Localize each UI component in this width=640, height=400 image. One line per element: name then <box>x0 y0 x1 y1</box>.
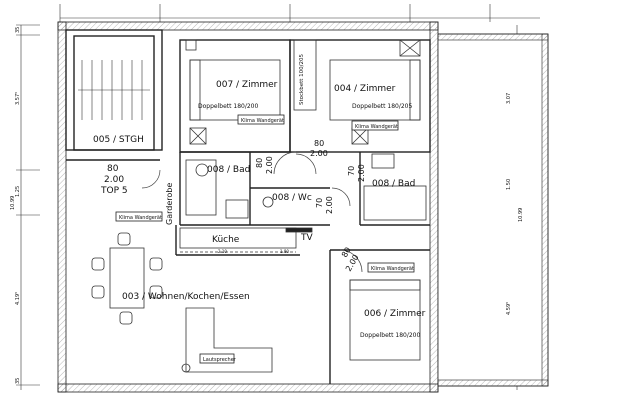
dining-table <box>91 232 163 325</box>
door-right-height: 2.00 <box>357 164 366 182</box>
room-label-zimmer-004: 004 / Zimmer <box>334 84 396 94</box>
furniture-beds <box>189 39 421 361</box>
dim-right-3: 4.59⁵ <box>506 302 512 315</box>
room-label-zimmer-006: 006 / Zimmer <box>364 309 426 319</box>
svg-text:Klima Wandgerät: Klima Wandgerät <box>371 266 414 272</box>
dim-left-0: 35 <box>15 27 21 33</box>
klima-007: Klima Wandgerät <box>237 114 285 125</box>
dim-left-1: 3.57⁵ <box>15 92 21 105</box>
dim-left-2: 1.25 <box>15 186 21 197</box>
entry-width: 80 <box>107 164 119 174</box>
room-label-wohnen: 003 / Wohnen/Kochen/Essen <box>122 292 250 302</box>
stockbett-label: Stockbett 100/205 <box>299 53 305 105</box>
interior-walls <box>65 29 431 384</box>
door-wc-height: 2.00 <box>325 196 334 214</box>
room-label-zimmer-007: 007 / Zimmer <box>216 80 278 90</box>
garderobe-label: Garderobe <box>165 183 174 225</box>
wardrobes <box>185 39 421 145</box>
dim-right-0: 3.07 <box>506 93 512 104</box>
dim-left-4: 4.19⁵ <box>15 292 21 305</box>
room-label-wc: 008 / Wc <box>272 193 312 203</box>
door-wc-width: 70 <box>315 198 324 208</box>
door-swings <box>141 151 363 273</box>
door-right-width: 70 <box>347 166 356 176</box>
bed-label-006: Doppelbett 180/200 <box>360 332 420 339</box>
dim-left-5: 35 <box>15 378 21 384</box>
klima-006: Klima Wandgerät <box>367 262 415 273</box>
outer-walls <box>57 21 549 393</box>
bed-label-004: Doppelbett 180/205 <box>352 103 412 110</box>
klima-004: Klima Wandgerät <box>351 120 399 131</box>
dim-kitchen-b: 1.80 <box>280 249 289 254</box>
top-dimension-lines <box>59 4 540 22</box>
room-label-bad-right: 008 / Bad <box>372 179 415 189</box>
bath-fixtures <box>185 153 427 221</box>
dim-right-2: 10.99 <box>518 208 524 222</box>
svg-text:Klima Wandgerät: Klima Wandgerät <box>119 215 162 221</box>
left-dimension-lines <box>16 24 40 390</box>
sofa <box>181 307 273 373</box>
room-label-kueche: Küche <box>212 235 240 245</box>
entry-label: TOP 5 <box>100 186 128 196</box>
room-label-stgh: 005 / STGH <box>93 135 144 145</box>
lautsprecher: Lautsprecher <box>199 353 237 364</box>
entry-height: 2.00 <box>104 175 124 185</box>
door-bad-height: 2.00 <box>265 156 274 174</box>
dim-right-1: 1.50 <box>506 179 512 190</box>
svg-text:Klima Wandgerät: Klima Wandgerät <box>355 124 398 130</box>
dim-left-3: 10.99 <box>10 196 16 210</box>
dim-kitchen-a: 2.10 <box>218 249 227 254</box>
door-006-width: 80 <box>340 246 353 259</box>
bed-label-007: Doppelbett 180/200 <box>198 103 258 110</box>
door-hall-width: 80 <box>314 139 324 148</box>
svg-text:Lautsprecher: Lautsprecher <box>203 357 237 363</box>
klima-top: Klima Wandgerät <box>115 211 163 222</box>
door-bad-width: 80 <box>255 158 264 168</box>
svg-text:Klima Wandgerät: Klima Wandgerät <box>241 118 284 124</box>
door-hall-height: 2.00 <box>310 149 328 158</box>
room-label-bad-left: 008 / Bad <box>207 165 250 175</box>
kitchen-counter <box>179 227 313 253</box>
staircase <box>78 60 150 120</box>
tv-label: TV <box>300 233 313 243</box>
